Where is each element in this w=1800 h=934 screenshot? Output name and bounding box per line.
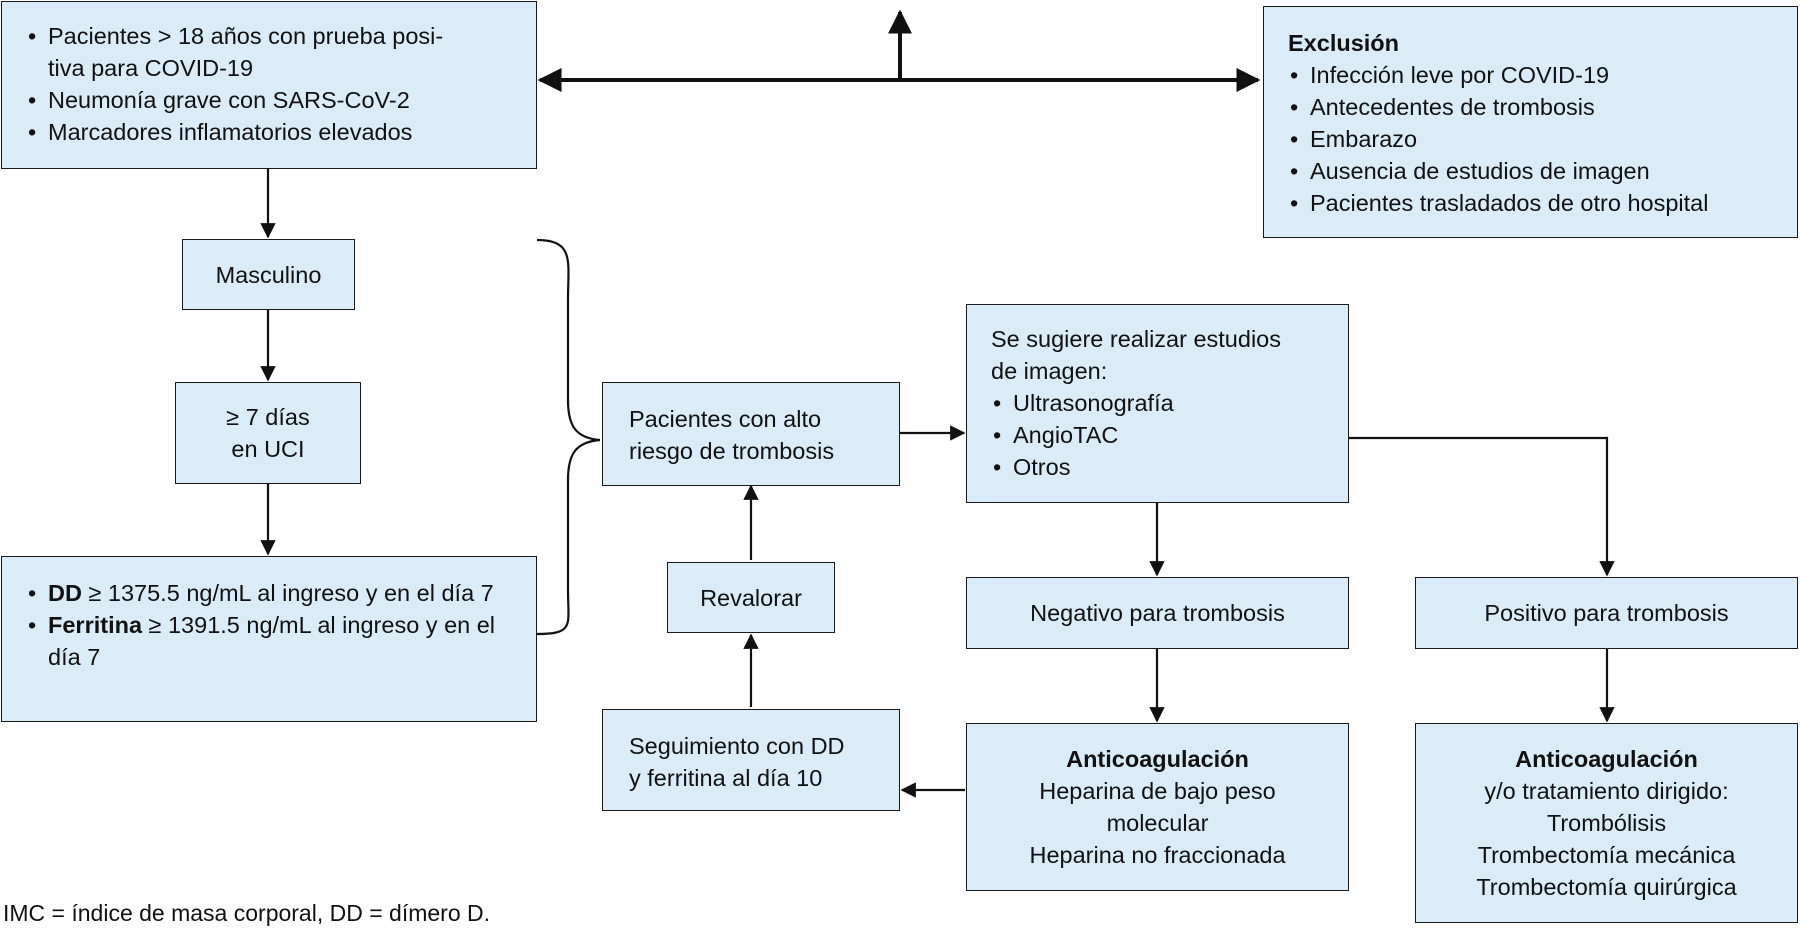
exclusion-item: Antecedentes de trombosis bbox=[1288, 91, 1787, 123]
inclusion-item: Neumonía grave con SARS-CoV-2 bbox=[26, 84, 514, 116]
estudios-box: Se sugiere realizar estudios de imagen: … bbox=[966, 304, 1349, 503]
anticoag-neg-title: Anticoagulación bbox=[1066, 746, 1249, 772]
arrow-to-positivo bbox=[1349, 436, 1615, 577]
dd-threshold: ≥ 1375.5 ng/mL al ingreso y en el día 7 bbox=[81, 580, 494, 606]
alto-riesgo-label: Pacientes con alto riesgo de trombosis bbox=[629, 406, 835, 464]
anticoag-pos-box: Anticoagulación y/o tratamiento dirigido… bbox=[1415, 723, 1798, 923]
negativo-box: Negativo para trombosis bbox=[966, 577, 1349, 649]
exclusion-title: Exclusión bbox=[1288, 30, 1400, 56]
masculino-label: Masculino bbox=[215, 261, 322, 288]
seguimiento-box: Seguimiento con DD y ferritina al día 10 bbox=[602, 709, 900, 811]
estudios-item: Otros bbox=[991, 451, 1338, 483]
estudios-intro: Se sugiere realizar estudios de imagen: bbox=[991, 326, 1281, 384]
anticoag-pos-line: Trombectomía mecánica bbox=[1477, 842, 1736, 868]
anticoag-pos-line: Trombólisis bbox=[1546, 810, 1667, 836]
anticoag-pos-title: Anticoagulación bbox=[1515, 746, 1698, 772]
estudios-item: Ultrasonografía bbox=[991, 387, 1338, 419]
estudios-item: AngioTAC bbox=[991, 419, 1338, 451]
labs-item-dd: DD ≥ 1375.5 ng/mL al ingreso y en el día… bbox=[26, 577, 516, 609]
labs-box: DD ≥ 1375.5 ng/mL al ingreso y en el día… bbox=[1, 556, 537, 722]
negativo-label: Negativo para trombosis bbox=[1030, 600, 1285, 626]
ferritina-threshold: ≥ 1391.5 ng/mL al ingreso y en el día 7 bbox=[48, 612, 496, 670]
inclusion-item: Marcadores inflamatorios elevados bbox=[26, 116, 514, 148]
masculino-box: Masculino bbox=[182, 239, 355, 310]
positivo-label: Positivo para trombosis bbox=[1484, 600, 1729, 626]
inclusion-box: Pacientes > 18 años con prueba posi- tiv… bbox=[1, 1, 537, 169]
labs-item-ferritina: Ferritina ≥ 1391.5 ng/mL al ingreso y en… bbox=[26, 609, 516, 673]
anticoag-neg-line: Heparina no fraccionada bbox=[1029, 842, 1286, 868]
uci-label: ≥ 7 días en UCI bbox=[226, 404, 310, 462]
exclusion-item: Ausencia de estudios de imagen bbox=[1288, 155, 1787, 187]
footnote: IMC = índice de masa corporal, DD = díme… bbox=[3, 900, 491, 926]
ferritina-label: Ferritina bbox=[48, 612, 143, 638]
anticoag-neg-line: Heparina de bajo peso bbox=[1039, 778, 1276, 804]
dd-label: DD bbox=[48, 580, 82, 606]
exclusion-item: Pacientes trasladados de otro hospital bbox=[1288, 187, 1787, 219]
exclusion-item: Infección leve por COVID-19 bbox=[1288, 59, 1787, 91]
anticoag-neg-line: molecular bbox=[1106, 810, 1209, 836]
uci-box: ≥ 7 días en UCI bbox=[175, 382, 361, 484]
anticoag-pos-line: y/o tratamiento dirigido: bbox=[1484, 778, 1729, 804]
anticoag-neg-box: Anticoagulación Heparina de bajo peso mo… bbox=[966, 723, 1349, 891]
brace bbox=[536, 238, 601, 636]
revalorar-box: Revalorar bbox=[667, 562, 835, 633]
exclusion-box: Exclusión Infección leve por COVID-19 An… bbox=[1263, 6, 1798, 238]
exclusion-item: Embarazo bbox=[1288, 123, 1787, 155]
revalorar-label: Revalorar bbox=[700, 584, 802, 611]
positivo-box: Positivo para trombosis bbox=[1415, 577, 1798, 649]
anticoag-pos-line: Trombectomía quirúrgica bbox=[1476, 874, 1737, 900]
inclusion-item: Pacientes > 18 años con prueba posi- tiv… bbox=[26, 20, 514, 84]
alto-riesgo-box: Pacientes con alto riesgo de trombosis bbox=[602, 382, 900, 486]
seguimiento-label: Seguimiento con DD y ferritina al día 10 bbox=[629, 733, 845, 791]
